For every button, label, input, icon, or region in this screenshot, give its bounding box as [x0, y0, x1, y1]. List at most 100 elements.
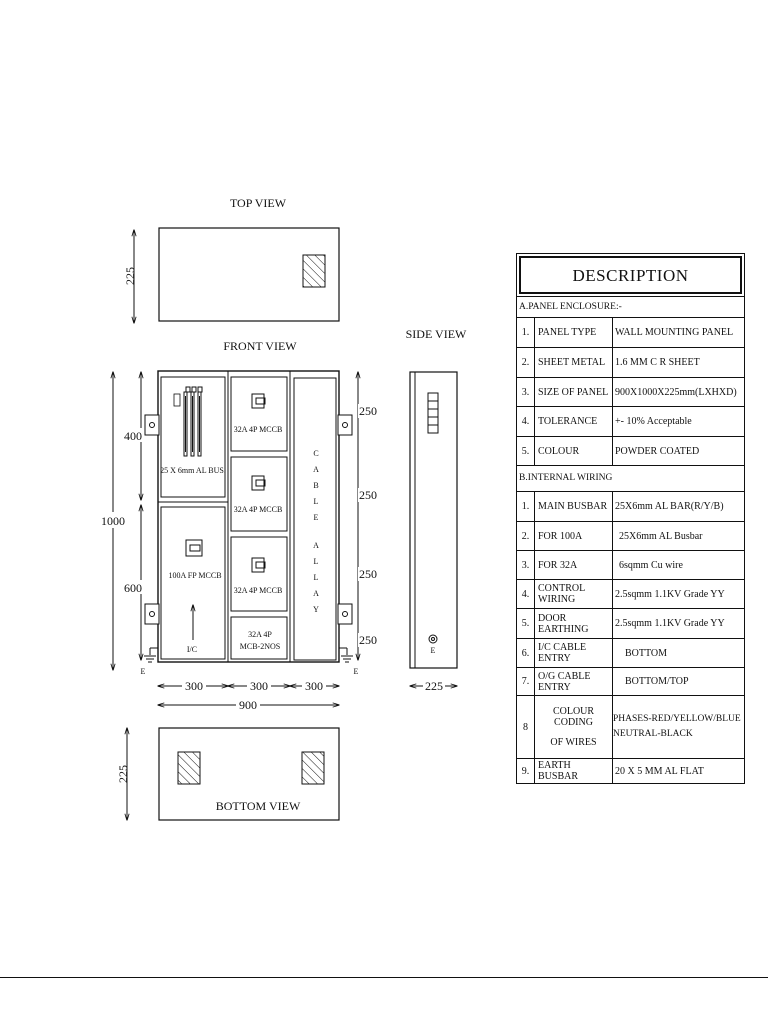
cable-alley-letter: L: [314, 557, 319, 566]
table-row: 2. SHEET METAL 1.6 MM C R SHEET: [517, 347, 744, 377]
upper-height-dimension: 400: [124, 429, 142, 443]
cable-alley-letter: Y: [313, 605, 319, 614]
top-view: TOP VIEW 225: [123, 196, 340, 323]
table-title: DESCRIPTION: [519, 256, 742, 294]
table-row: 6. I/C CABLE ENTRY BOTTOM: [517, 638, 744, 667]
total-width-dimension: 900: [239, 698, 257, 712]
row-number: 1.: [517, 318, 535, 347]
row-item: FOR 32A: [535, 551, 613, 579]
table-row: 5. COLOUR POWDER COATED: [517, 436, 744, 465]
row-number: 5.: [517, 609, 535, 638]
row-value: 6sqmm Cu wire: [619, 559, 683, 571]
column-width-1: 300: [185, 679, 203, 693]
mccb-100a-label: 100A FP MCCB: [168, 571, 221, 580]
mccb-32a-label-1: 32A 4P MCCB: [234, 425, 283, 434]
row-value: +- 10% Acceptable: [615, 416, 692, 427]
top-cable-gland-hatch: [302, 254, 326, 288]
row-number: 3.: [517, 551, 535, 579]
row-item: COLOUR CODING OF WIRES: [535, 696, 613, 758]
mcb-label-line2: MCB-2NOS: [240, 642, 280, 651]
row-number: 3.: [517, 378, 535, 406]
row-number: 5.: [517, 437, 535, 465]
row-item: PANEL TYPE: [535, 318, 613, 347]
top-depth-dimension: 225: [123, 267, 137, 285]
table-row: 1. MAIN BUSBAR 25X6mm AL BAR(R/Y/B): [517, 491, 744, 521]
compartment-height-3: 250: [359, 567, 377, 581]
row-number: 4.: [517, 407, 535, 436]
cable-alley-letter: A: [313, 465, 319, 474]
row-number: 2.: [517, 522, 535, 550]
row-number: 1.: [517, 492, 535, 521]
incoming-label: I/C: [187, 645, 197, 654]
cable-alley-letter: E: [314, 513, 319, 522]
row-value: BOTTOM: [625, 647, 668, 659]
compartment-height-4: 250: [359, 633, 377, 647]
earth-label-left: E: [141, 667, 146, 676]
table-row: 5. DOOR EARTHING 2.5sqmm 1.1KV Grade YY: [517, 608, 744, 638]
cable-alley-letter: B: [313, 481, 318, 490]
bottom-view-title: BOTTOM VIEW: [216, 799, 301, 813]
bottom-view: BOTTOM VIEW 225: [116, 728, 340, 820]
row-item: EARTH BUSBAR: [535, 759, 613, 783]
bottom-depth-dimension: 225: [116, 765, 130, 783]
row-number: 2.: [517, 348, 535, 377]
cable-alley-letter: C: [313, 449, 318, 458]
side-earth-stud: [428, 634, 438, 644]
row-value: 25X6mm AL Busbar: [619, 530, 703, 542]
table-row: 4. TOLERANCE +- 10% Acceptable: [517, 406, 744, 436]
mccb-100a-symbol: [185, 539, 203, 557]
mcb-label-line1: 32A 4P: [248, 630, 272, 639]
row-value: 900X1000X225mm(LXHXD): [615, 386, 737, 398]
row-value-line: NEUTRAL-BLACK: [613, 729, 693, 739]
earth-symbol-right: [339, 647, 353, 663]
column-width-2: 300: [250, 679, 268, 693]
cable-alley-letter: L: [314, 573, 319, 582]
side-depth-dimension: 225: [425, 679, 443, 693]
busbar-label: 25 X 6mm AL BUS.: [160, 466, 226, 475]
row-item: SIZE OF PANEL: [535, 378, 613, 406]
side-view-title: SIDE VIEW: [406, 327, 467, 341]
column-width-3: 300: [305, 679, 323, 693]
section-a-heading: A.PANEL ENCLOSURE:-: [517, 296, 744, 317]
cable-alley-label: C A B L E A L L A Y: [313, 449, 319, 614]
compartment-height-2: 250: [359, 488, 377, 502]
page-bottom-rule: [0, 977, 768, 978]
row-item: COLOUR: [535, 437, 613, 465]
table-row: 9. EARTH BUSBAR 20 X 5 MM AL FLAT: [517, 758, 744, 783]
front-view-title: FRONT VIEW: [223, 339, 297, 353]
row-value: 1.6 MM C R SHEET: [615, 357, 700, 368]
row-value-line: PHASES-RED/YELLOW/BLUE: [613, 714, 741, 724]
side-hinges: [427, 392, 439, 434]
bottom-cable-gland-hatch-right: [301, 751, 325, 785]
row-item: SHEET METAL: [535, 348, 613, 377]
side-earth-label: E: [431, 646, 436, 655]
front-view: FRONT VIEW 25 X 6m: [100, 339, 380, 712]
table-row: 3. FOR 32A 6sqmm Cu wire: [517, 550, 744, 579]
table-row: 2. FOR 100A 25X6mm AL Busbar: [517, 521, 744, 550]
row-item: TOLERANCE: [535, 407, 613, 436]
row-number: 7.: [517, 668, 535, 695]
earth-label-right: E: [354, 667, 359, 676]
mccb-32a-label-2: 32A 4P MCCB: [234, 505, 283, 514]
table-row: 3. SIZE OF PANEL 900X1000X225mm(LXHXD): [517, 377, 744, 406]
bottom-cable-gland-hatch-left: [177, 751, 201, 785]
row-value: 2.5sqmm 1.1KV Grade YY: [615, 588, 725, 600]
top-view-title: TOP VIEW: [230, 196, 287, 210]
mccb-32a-label-3: 32A 4P MCCB: [234, 586, 283, 595]
mccb-32a-symbol-2: [251, 475, 266, 491]
row-item: FOR 100A: [535, 522, 613, 550]
mccb-32a-symbol-1: [251, 393, 266, 409]
row-item-line: COLOUR CODING: [552, 706, 595, 728]
row-number: 6.: [517, 639, 535, 667]
table-row: 4. CONTROL WIRING 2.5sqmm 1.1KV Grade YY: [517, 579, 744, 608]
row-value: BOTTOM/TOP: [625, 676, 689, 687]
section-b-heading: B.INTERNAL WIRING: [517, 465, 744, 491]
table-row: 8 COLOUR CODING OF WIRES PHASES-RED/YELL…: [517, 695, 744, 758]
row-item: DOOR EARTHING: [535, 609, 613, 638]
row-value: PHASES-RED/YELLOW/BLUE NEUTRAL-BLACK: [613, 696, 744, 758]
description-table: DESCRIPTION A.PANEL ENCLOSURE:- 1. PANEL…: [516, 253, 745, 784]
lower-height-dimension: 600: [124, 581, 142, 595]
row-value: 20 X 5 MM AL FLAT: [615, 765, 704, 777]
table-row: 7. O/G CABLE ENTRY BOTTOM/TOP: [517, 667, 744, 695]
